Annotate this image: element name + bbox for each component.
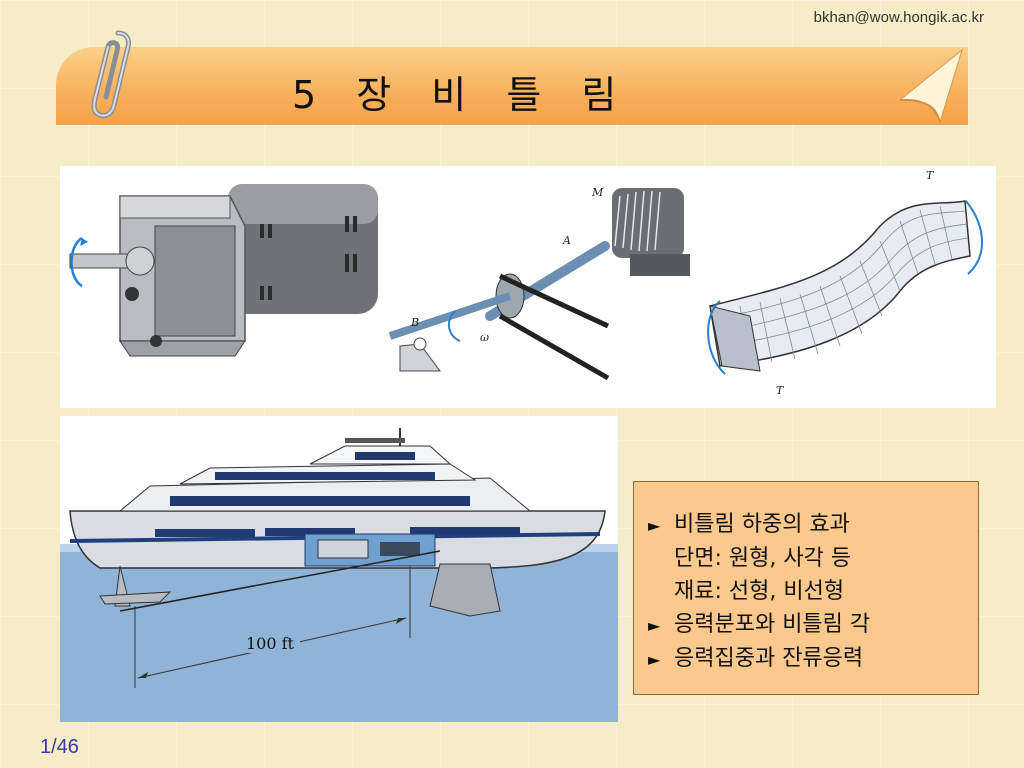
title-bar xyxy=(56,47,968,125)
summary-item: ►응력분포와 비틀림 각 xyxy=(648,608,966,642)
label-A: A xyxy=(562,234,571,247)
summary-item: ►비틀림 하중의 효과 xyxy=(648,508,966,542)
label-M: M xyxy=(591,186,604,199)
author-email: bkhan@wow.hongik.ac.kr xyxy=(813,9,984,26)
label-B: B xyxy=(410,316,419,329)
shaft-motor-figure: M A B ω xyxy=(388,186,690,381)
summary-box: ►비틀림 하중의 효과 단면: 원형, 사각 등 재료: 선형, 비선형 ►응력… xyxy=(633,481,979,695)
top-figure-panel: M A B ω T T xyxy=(60,166,996,408)
summary-item: ►응력집중과 잔류응력 xyxy=(648,642,966,676)
bullet-icon: ► xyxy=(648,616,661,635)
page-number: 1/46 xyxy=(40,736,79,758)
gear-motor-figure xyxy=(69,184,378,357)
summary-item: 재료: 선형, 비선형 xyxy=(674,579,845,604)
label-torque-bottom: T xyxy=(776,384,785,397)
summary-item: 단면: 원형, 사각 등 xyxy=(674,546,852,571)
page-curl-icon xyxy=(898,48,963,124)
bullet-icon: ► xyxy=(648,650,661,669)
twisted-bar-figure: T T xyxy=(707,169,983,397)
ship-figure-panel: 100 ft xyxy=(60,416,618,722)
page-title: 5 장 비 틀 림 xyxy=(292,73,631,117)
ship-dimension-label: 100 ft xyxy=(246,634,295,653)
label-torque-top: T xyxy=(926,169,935,182)
label-omega: ω xyxy=(480,331,489,344)
bullet-icon: ► xyxy=(648,516,661,535)
paperclip-icon xyxy=(91,30,131,119)
